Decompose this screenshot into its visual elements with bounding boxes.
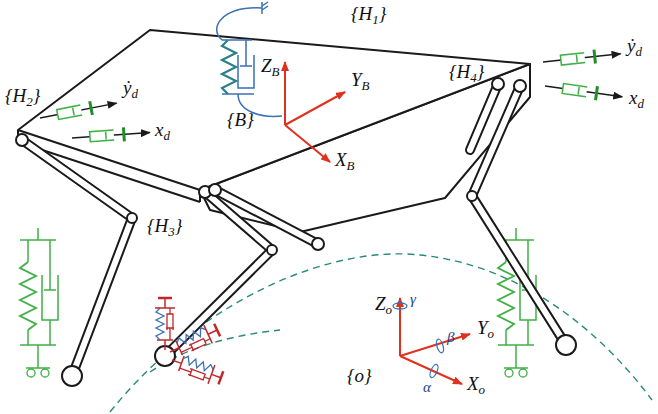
frame-label: {H4} [448, 62, 485, 84]
frame-label: {H3} [146, 216, 183, 238]
rotation-label: β [446, 330, 455, 345]
frame-label: ZB [260, 56, 281, 78]
frame-label: ẏd [626, 36, 643, 58]
rotation-label: α [422, 380, 432, 395]
frame-label: Xo [466, 374, 486, 396]
frame-label: {H2} [4, 86, 41, 108]
frame-label: Zo [374, 294, 393, 316]
frame-label: {H1} [350, 4, 387, 26]
frame-label: YB [350, 70, 371, 92]
frame-label: Yo [476, 318, 495, 340]
frame-label: {o} [346, 366, 373, 385]
rotation-label: γ [409, 292, 417, 307]
frame-label: XB [334, 150, 356, 172]
frame-label: ẏd [122, 78, 139, 100]
frame-label: {B} [226, 110, 255, 129]
frame-label: xd [628, 88, 645, 110]
frame-label: xd [154, 120, 171, 142]
